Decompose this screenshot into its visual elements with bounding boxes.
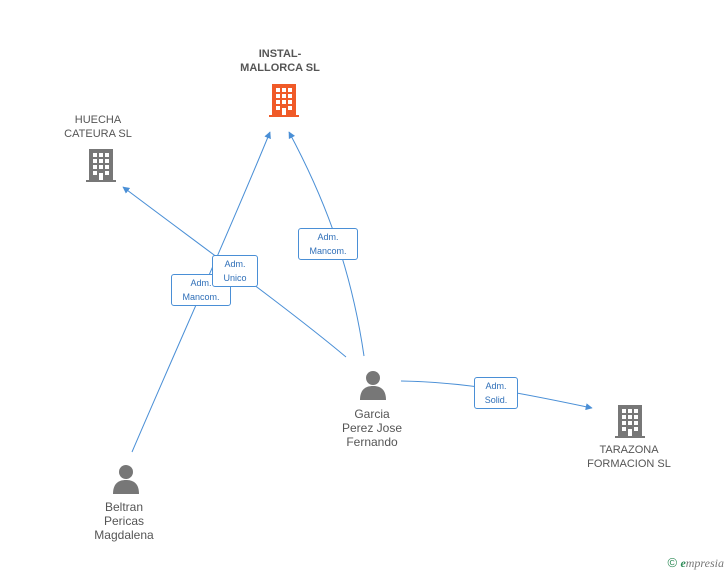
person-name-line: Beltran xyxy=(104,500,144,514)
company-name-line: INSTAL- xyxy=(258,48,302,60)
person-icon[interactable] xyxy=(112,464,140,494)
person-name-line: Magdalena xyxy=(94,528,154,542)
copyright-symbol: © xyxy=(667,555,678,570)
edge-role-line: Adm. xyxy=(317,232,339,242)
company-name-line: TARAZONA xyxy=(599,444,659,456)
person-label-garcia[interactable]: Garcia Perez Jose Fernando xyxy=(320,407,424,449)
footer-brand[interactable]: © empresia xyxy=(668,555,725,571)
edge-badge-adm-mancom-right[interactable]: Adm. Mancom. xyxy=(298,228,358,260)
brand-rest: mpresia xyxy=(685,556,724,570)
person-icon[interactable] xyxy=(359,370,387,400)
person-name-line: Pericas xyxy=(103,514,144,528)
edge-badge-adm-unico[interactable]: Adm. Unico xyxy=(212,255,258,287)
person-label-beltran[interactable]: Beltran Pericas Magdalena xyxy=(72,500,176,542)
company-name-line: FORMACION SL xyxy=(587,458,671,470)
edge-role-line: Mancom. xyxy=(309,246,347,256)
person-name-line: Perez Jose xyxy=(341,421,403,435)
edge-role-line: Mancom. xyxy=(182,292,220,302)
company-name-line: HUECHA xyxy=(74,114,122,126)
building-icon[interactable] xyxy=(85,147,117,183)
company-label-instal[interactable]: INSTAL- MALLORCA SL xyxy=(230,47,330,75)
building-icon[interactable] xyxy=(614,403,646,439)
company-label-tarazona[interactable]: TARAZONA FORMACION SL xyxy=(574,443,684,471)
edge-role-line: Adm. xyxy=(485,381,507,391)
edge-role-line: Solid. xyxy=(484,395,508,405)
brand-logo: empresia xyxy=(680,556,724,570)
edge-badge-adm-mancom-left[interactable]: Adm. Mancom. xyxy=(171,274,231,306)
edge-role-line: Unico xyxy=(223,273,247,283)
edge-role-line: Adm. xyxy=(190,278,212,288)
company-name-line: MALLORCA SL xyxy=(240,62,320,74)
company-name-line: CATEURA SL xyxy=(64,128,132,140)
edge-badge-adm-solid[interactable]: Adm. Solid. xyxy=(474,377,518,409)
edge-role-line: Adm. xyxy=(224,259,246,269)
company-label-huecha[interactable]: HUECHA CATEURA SL xyxy=(50,113,146,141)
person-name-line: Fernando xyxy=(346,435,398,449)
person-name-line: Garcia xyxy=(354,407,390,421)
building-icon[interactable] xyxy=(268,82,300,118)
brand-initial: e xyxy=(680,556,686,570)
